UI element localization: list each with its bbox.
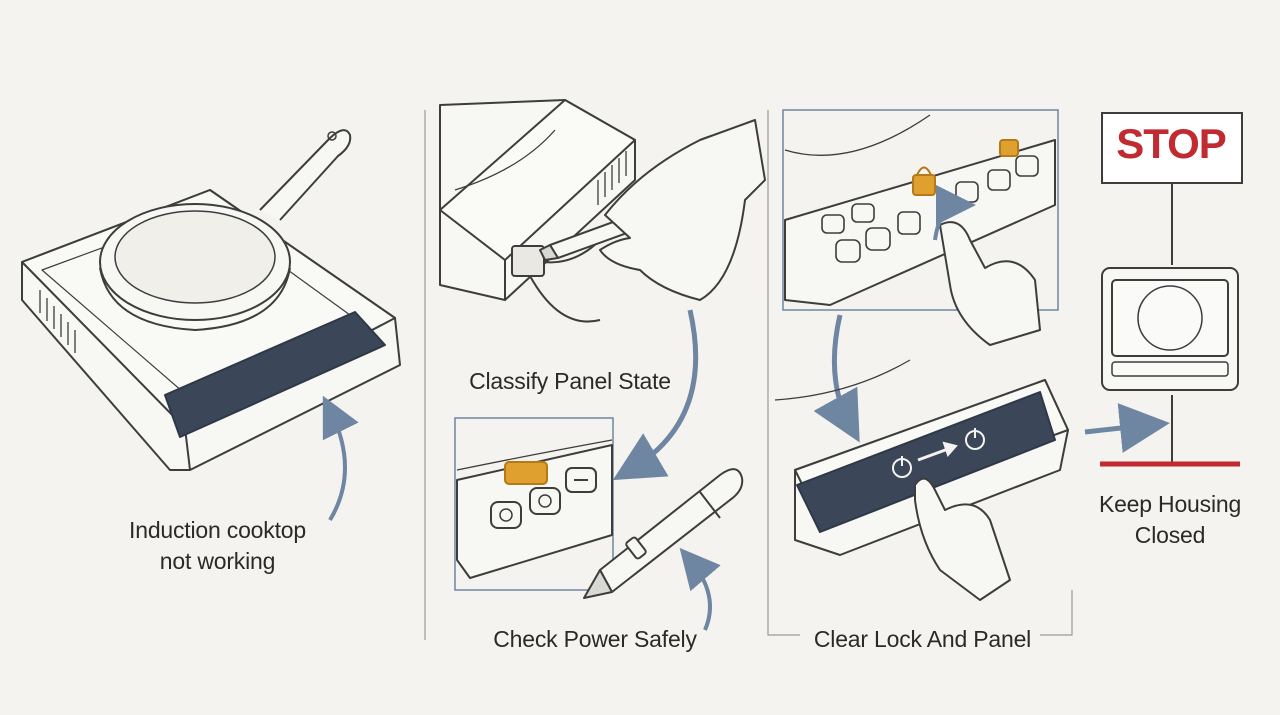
step-clear-lock-label: Clear Lock And Panel	[813, 626, 1032, 652]
problem-pointer-arrow	[322, 395, 359, 522]
panel-clear-illustration	[774, 359, 1069, 556]
voltage-tester-pen	[583, 468, 744, 599]
lock-panel-frame	[782, 109, 1059, 311]
unlock-gesture-arrow	[933, 185, 976, 241]
voltage-tester-in-hand	[539, 119, 766, 301]
flow-arrow-right	[1084, 403, 1170, 453]
flow-arrow-down-2	[813, 314, 860, 443]
control-panel-closeup	[456, 439, 613, 579]
cooktop-with-pan-illustration	[21, 129, 401, 471]
locked-control-panel	[784, 114, 1056, 346]
cooktop-plug-illustration	[439, 99, 636, 323]
pointing-hand	[914, 477, 1011, 601]
divider-2	[767, 110, 1073, 636]
step-classify-label: Classify Panel State	[469, 368, 671, 394]
check-power-pointer-arrow	[679, 547, 721, 631]
step-problem-label: Induction cooktop not working	[129, 517, 306, 574]
power-button-swipe	[892, 428, 985, 478]
flow-arrow-down	[612, 309, 699, 481]
stop-sign	[1101, 112, 1243, 462]
closed-cooktop-icon	[1101, 267, 1239, 391]
step-check-power-label: Check Power Safely	[493, 626, 697, 652]
step-keep-closed-label: Keep Housing Closed	[1098, 491, 1242, 548]
stop-sign-text: STOP	[1116, 120, 1227, 167]
